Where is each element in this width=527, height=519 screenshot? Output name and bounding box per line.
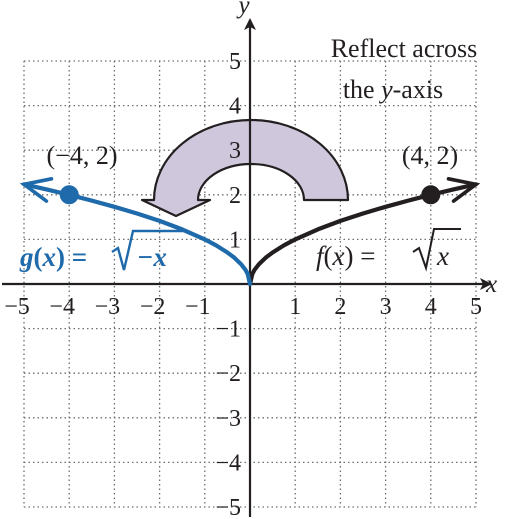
- svg-text:g(x) =: g(x) =: [19, 242, 87, 272]
- radical-sign-g: [111, 229, 186, 271]
- x-tick-label: 2: [334, 294, 346, 320]
- x-tick-label: −2: [140, 294, 166, 320]
- x-axis-label: x: [485, 271, 497, 298]
- curves: [19, 177, 481, 287]
- x-tick-label: −5: [4, 294, 30, 320]
- point-g: [59, 185, 79, 205]
- y-tick-label: 3: [229, 138, 241, 164]
- svg-text:f(x) =: f(x) =: [316, 241, 375, 271]
- reflect-arrow: [140, 118, 350, 218]
- y-tick-label: −3: [215, 406, 241, 432]
- y-tick-label: 4: [229, 94, 241, 120]
- curve-arrowhead-g: [19, 177, 54, 203]
- axes: [2, 18, 492, 517]
- radical-sign-f: [412, 228, 461, 272]
- y-tick-label: 5: [229, 49, 241, 75]
- y-tick-label: 1: [229, 227, 241, 253]
- curve-g: [21, 182, 253, 287]
- x-tick-label: −3: [95, 294, 121, 320]
- point-f: [421, 185, 441, 205]
- y-tick-label: −1: [215, 317, 241, 343]
- y-axis-label: y: [235, 0, 250, 19]
- annotation-line-2: the y-axis: [343, 75, 443, 104]
- label-f: f(x) = x: [316, 228, 461, 272]
- curve-arrowhead-f: [446, 177, 481, 203]
- svg-text:−x: −x: [137, 242, 167, 272]
- x-tick-label: 1: [289, 294, 301, 320]
- y-tick-label: −4: [215, 450, 241, 476]
- annotation-line-1: Reflect across: [331, 34, 478, 63]
- x-tick-label: −4: [49, 294, 75, 320]
- x-tick-label: 4: [425, 294, 437, 320]
- y-tick-label: 2: [229, 183, 241, 209]
- y-tick-label: −5: [215, 495, 241, 519]
- x-tick-label: 5: [470, 294, 482, 320]
- curve-f: [247, 182, 479, 287]
- point-label-g: (−4, 2): [47, 141, 118, 170]
- x-tick-label: 3: [380, 294, 392, 320]
- point-label-f: (4, 2): [402, 141, 458, 170]
- tick-labels: −5 −4 −3 −2 −1 1 2 3 4 5 5 4 3 2 1 −1 −2 −3 −4 −5: [4, 49, 482, 519]
- x-tick-label: −1: [185, 294, 211, 320]
- svg-text:x: x: [436, 241, 449, 271]
- label-g: g(x) = −x: [19, 229, 186, 272]
- y-tick-label: −2: [215, 361, 241, 387]
